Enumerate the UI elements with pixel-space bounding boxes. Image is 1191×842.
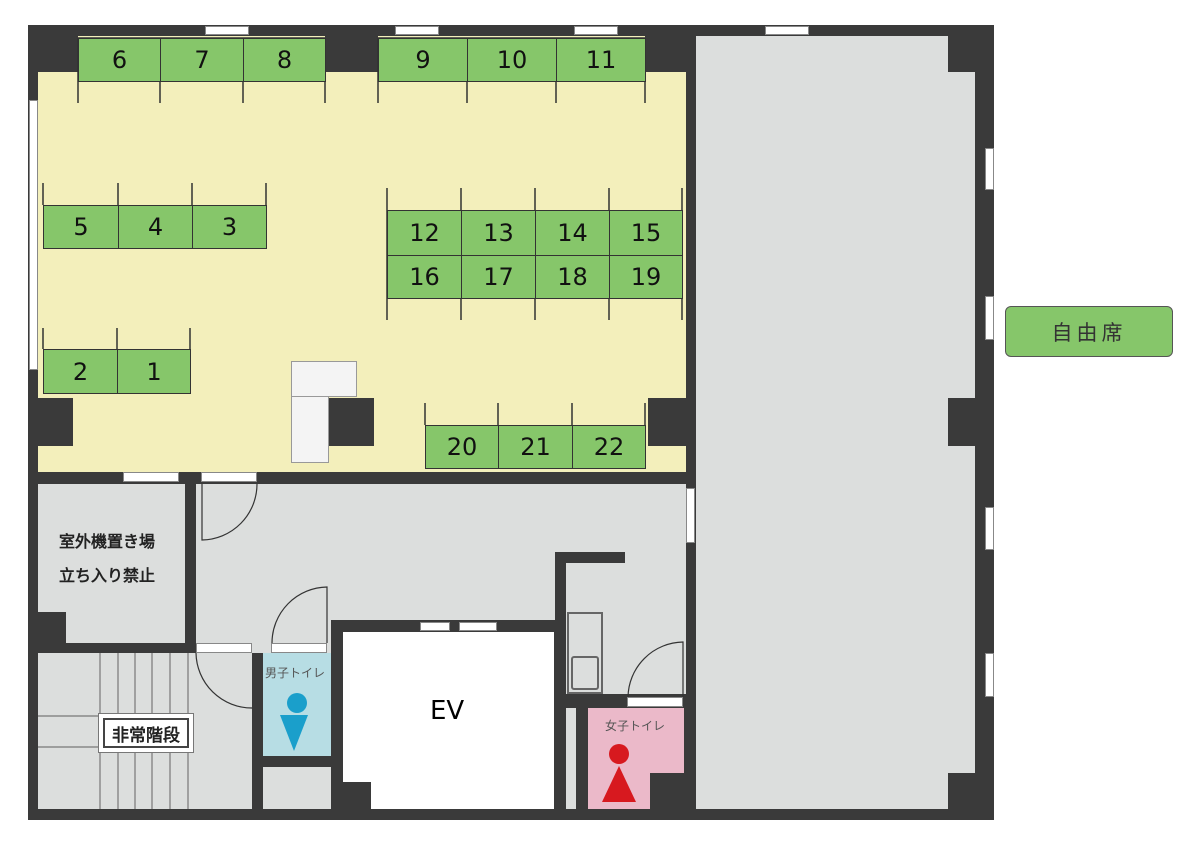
window bbox=[29, 100, 38, 370]
pillar bbox=[328, 398, 374, 446]
window bbox=[205, 26, 249, 35]
stairs-label-box: 非常階段 bbox=[98, 713, 194, 753]
seat-13[interactable]: 13 bbox=[461, 210, 536, 256]
pillar bbox=[948, 773, 978, 809]
seat-17[interactable]: 17 bbox=[461, 255, 536, 299]
wall bbox=[555, 552, 566, 620]
wall bbox=[555, 552, 625, 563]
door-opening bbox=[201, 472, 257, 482]
outdoor-unit-label: 室外機置き場 bbox=[59, 532, 156, 551]
elevator-door bbox=[420, 622, 450, 631]
wall-block bbox=[38, 36, 78, 72]
legend-free-seating: 自由席 bbox=[1005, 306, 1173, 357]
wall-block bbox=[645, 36, 686, 72]
window bbox=[686, 488, 695, 543]
seat-14[interactable]: 14 bbox=[535, 210, 610, 256]
door-arc bbox=[627, 641, 684, 698]
pillar bbox=[648, 398, 686, 446]
wall-block bbox=[325, 36, 378, 72]
wall-block bbox=[650, 773, 686, 809]
womens-toilet-label: 女子トイレ bbox=[605, 719, 666, 733]
seat-6[interactable]: 6 bbox=[78, 38, 161, 82]
womens-icon bbox=[609, 744, 629, 764]
seat-16[interactable]: 16 bbox=[387, 255, 462, 299]
wall-block bbox=[38, 612, 66, 643]
stairs-label: 非常階段 bbox=[103, 718, 189, 748]
pillar bbox=[38, 398, 73, 446]
window bbox=[395, 26, 439, 35]
seat-19[interactable]: 19 bbox=[609, 255, 683, 299]
shaft bbox=[566, 708, 576, 809]
free-seating-area bbox=[696, 36, 975, 809]
elevator-label: EV bbox=[430, 696, 465, 726]
seat-1[interactable]: 1 bbox=[117, 349, 191, 394]
window bbox=[574, 26, 618, 35]
counter bbox=[291, 396, 329, 463]
seat-12[interactable]: 12 bbox=[387, 210, 462, 256]
seat-20[interactable]: 20 bbox=[425, 425, 499, 469]
no-entry-label: 立ち入り禁止 bbox=[59, 566, 156, 585]
womens-icon-body bbox=[602, 766, 636, 802]
window bbox=[985, 507, 994, 550]
seat-4[interactable]: 4 bbox=[118, 205, 193, 249]
counter bbox=[291, 361, 357, 397]
door-arc bbox=[201, 483, 258, 541]
seat-9[interactable]: 9 bbox=[378, 38, 468, 82]
legend-free-seating-label: 自由席 bbox=[1051, 320, 1127, 345]
pillar bbox=[948, 36, 978, 72]
seat-18[interactable]: 18 bbox=[535, 255, 610, 299]
window bbox=[765, 26, 809, 35]
pillar bbox=[948, 398, 978, 446]
seat-10[interactable]: 10 bbox=[467, 38, 557, 82]
storage bbox=[263, 767, 331, 809]
seat-7[interactable]: 7 bbox=[160, 38, 244, 82]
seat-11[interactable]: 11 bbox=[556, 38, 646, 82]
window bbox=[985, 653, 994, 697]
seat-3[interactable]: 3 bbox=[192, 205, 267, 249]
mens-icon-body bbox=[280, 715, 308, 751]
elevator-door bbox=[459, 622, 497, 631]
seat-5[interactable]: 5 bbox=[43, 205, 119, 249]
seat-21[interactable]: 21 bbox=[498, 425, 573, 469]
door-opening bbox=[196, 643, 252, 653]
mens-toilet-label: 男子トイレ bbox=[265, 666, 326, 680]
door-opening bbox=[627, 697, 683, 707]
elevator bbox=[343, 632, 554, 809]
window bbox=[985, 148, 994, 190]
seat-22[interactable]: 22 bbox=[572, 425, 646, 469]
door-arc bbox=[195, 652, 253, 709]
sink bbox=[571, 656, 599, 690]
seat-8[interactable]: 8 bbox=[243, 38, 326, 82]
door-opening bbox=[123, 472, 179, 482]
wall-block bbox=[343, 782, 371, 809]
window bbox=[985, 296, 994, 340]
seat-15[interactable]: 15 bbox=[609, 210, 683, 256]
stair-treads bbox=[38, 653, 189, 809]
door-opening bbox=[271, 643, 327, 653]
mens-icon bbox=[287, 693, 307, 713]
door-arc bbox=[271, 586, 328, 644]
seat-2[interactable]: 2 bbox=[43, 349, 118, 394]
